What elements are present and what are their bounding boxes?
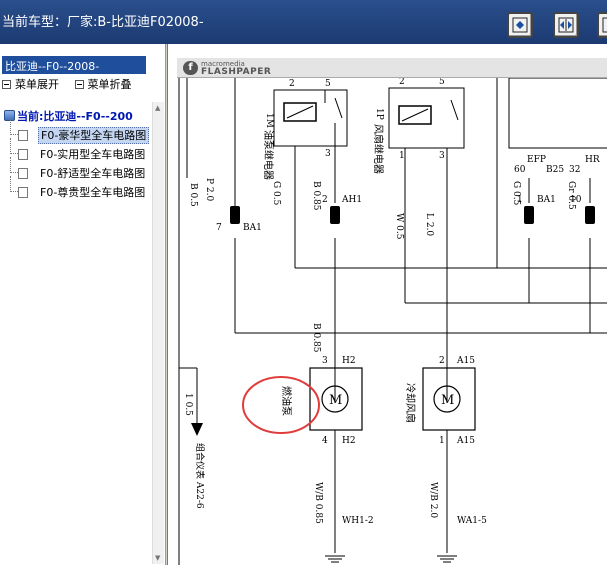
annotation-circle xyxy=(242,376,320,434)
motor1-label: 燃油泵 xyxy=(280,386,293,416)
relay-1m xyxy=(273,89,348,147)
wire-g05b: G 0.5 xyxy=(511,181,521,206)
sidebar-scrollbar[interactable]: ▲ ▼ xyxy=(152,102,164,564)
nav-prev-button[interactable] xyxy=(507,12,533,38)
relay2-pin2: 2 xyxy=(399,78,405,87)
nav-prev-icon xyxy=(512,17,528,33)
wire-p20: P 2.0 xyxy=(204,178,214,202)
conn-a15-label: A15 xyxy=(456,356,475,366)
conn-h2-label: H2 xyxy=(342,356,356,366)
ground2-label: WA1-5 xyxy=(457,516,487,526)
sidebar-header: 比亚迪--F0--2008- xyxy=(2,56,146,74)
top-32: 32 xyxy=(569,165,580,175)
collapse-menu-button[interactable]: 菜单折叠 xyxy=(74,78,132,91)
top-60: 60 xyxy=(514,165,526,175)
scroll-up-icon[interactable]: ▲ xyxy=(155,104,161,112)
wire-w05: W 0.5 xyxy=(394,213,404,240)
relay1-code: 1M xyxy=(264,113,274,128)
motor2-label: 冷却风扇 xyxy=(404,383,417,423)
relay2-pin5: 5 xyxy=(439,78,445,87)
sidebar-actions: 菜单展开 菜单折叠 xyxy=(2,76,144,92)
conn-h2-label-b: H2 xyxy=(342,436,356,446)
wire-gr05: Gr 0.5 xyxy=(566,181,576,210)
tree-item-comfort[interactable]: F0-舒适型全车电路图 xyxy=(4,157,149,183)
tree-item-label: F0-实用型全车电路图 xyxy=(40,148,146,161)
relay1-name: 油泵继电器 xyxy=(262,130,275,180)
wire-b085b: B 0.85 xyxy=(311,323,321,353)
cooling-fan-motor xyxy=(422,367,476,431)
sidebar: 比亚迪--F0--2008- 菜单展开 菜单折叠 当前:比亚迪--F0--200… xyxy=(0,44,166,565)
collapse-box-icon xyxy=(74,80,84,89)
flashpaper-logo-icon: f xyxy=(183,61,198,75)
expand-box-icon xyxy=(2,80,11,89)
logo-top-text: macromedia xyxy=(201,60,245,68)
tree-item-label: F0-豪华型全车电路图 xyxy=(38,127,150,144)
conn-a15-1: 1 xyxy=(439,436,445,446)
fuel-pump-motor xyxy=(309,367,363,431)
top-b25: B25 xyxy=(546,165,564,175)
wire-wb20: W/B 2.0 xyxy=(428,482,438,518)
tree-item-premium[interactable]: F0-尊贵型全车电路图 xyxy=(4,176,149,202)
wire-wb085: W/B 0.85 xyxy=(313,482,323,524)
relay-1p xyxy=(388,87,465,149)
relay2-name: 风扇继电器 xyxy=(372,124,385,174)
document-icon xyxy=(18,149,28,160)
conn-ba1-1-label: BA1 xyxy=(537,195,556,205)
wire-b085a: B 0.85 xyxy=(311,181,321,211)
top-hr: HR xyxy=(585,155,600,165)
conn-h2-3: 3 xyxy=(322,356,328,366)
tree-root-label: 当前:比亚迪--F0--200 xyxy=(17,110,133,123)
relay1-pin3: 3 xyxy=(325,149,331,159)
motor1-symbol: M xyxy=(329,393,342,408)
motor2-symbol: M xyxy=(441,393,454,408)
wire-l20: L 2.0 xyxy=(424,213,434,236)
expand-menu-button[interactable]: 菜单展开 xyxy=(2,78,59,91)
relay2-pin1: 1 xyxy=(399,151,405,161)
tree-item-label: F0-舒适型全车电路图 xyxy=(40,167,146,180)
title-bar: 当前车型：厂家:B-比亚迪F02008- xyxy=(0,0,607,44)
top-efp: EFP xyxy=(527,155,546,165)
document-icon xyxy=(18,130,28,141)
window-title: 当前车型：厂家:B-比亚迪F02008- xyxy=(2,15,204,30)
wiring-diagram[interactable]: 2 5 3 1M 油泵继电器 2 5 1 3 1P 风扇继电器 EFP HR 6… xyxy=(177,78,607,565)
wire-side: 1 0.5 xyxy=(183,393,193,416)
logo-bottom-text: FLASHPAPER xyxy=(201,67,272,77)
tree-item-label: F0-尊贵型全车电路图 xyxy=(40,186,146,199)
nav-fit-icon xyxy=(558,17,574,33)
conn-ba1-7: 7 xyxy=(216,223,222,233)
scroll-down-icon[interactable]: ▼ xyxy=(155,554,161,562)
conn-h2-4: 4 xyxy=(322,436,328,446)
tree-item-luxury[interactable]: F0-豪华型全车电路图 xyxy=(4,119,150,145)
conn-ba1-label: BA1 xyxy=(243,223,262,233)
relay2-code: 1P xyxy=(374,108,384,120)
conn-b25-10: 10 xyxy=(570,195,582,205)
conn-a15-label-b: A15 xyxy=(456,436,475,446)
ecu-block xyxy=(508,78,607,149)
relay2-pin3: 3 xyxy=(439,151,445,161)
relay1-pin2: 2 xyxy=(289,79,295,89)
document-viewer: f macromedia FLASHPAPER 2 5 3 1M 油泵继电器 2… xyxy=(167,44,607,565)
wire-b05: B 0.5 xyxy=(188,183,198,207)
document-icon xyxy=(18,187,28,198)
wire-g05: G 0.5 xyxy=(271,181,281,206)
tree-root[interactable]: 当前:比亚迪--F0--200 xyxy=(4,108,149,126)
ground1-label: WH1-2 xyxy=(342,516,374,526)
document-icon xyxy=(18,168,28,179)
computer-icon xyxy=(4,110,15,121)
nav-next-button[interactable] xyxy=(597,12,607,38)
relay1-pin5: 5 xyxy=(325,79,331,89)
menu-tree: 当前:比亚迪--F0--200 F0-豪华型全车电路图 F0-实用型全车电路图 … xyxy=(4,108,150,202)
conn-ah1-2: 2 xyxy=(322,195,328,205)
nav-next-icon xyxy=(602,17,607,33)
collapse-menu-label: 菜单折叠 xyxy=(87,78,132,91)
conn-ah1-label: AH1 xyxy=(341,195,362,205)
nav-fit-button[interactable] xyxy=(553,12,579,38)
flashpaper-header: f macromedia FLASHPAPER xyxy=(177,58,607,78)
conn-ba1-1: 1 xyxy=(517,195,523,205)
expand-menu-label: 菜单展开 xyxy=(15,78,59,91)
conn-a15-2: 2 xyxy=(439,356,445,366)
tree-item-practical[interactable]: F0-实用型全车电路图 xyxy=(4,138,149,164)
side-label: 组合仪表 A22-6 xyxy=(194,443,206,509)
